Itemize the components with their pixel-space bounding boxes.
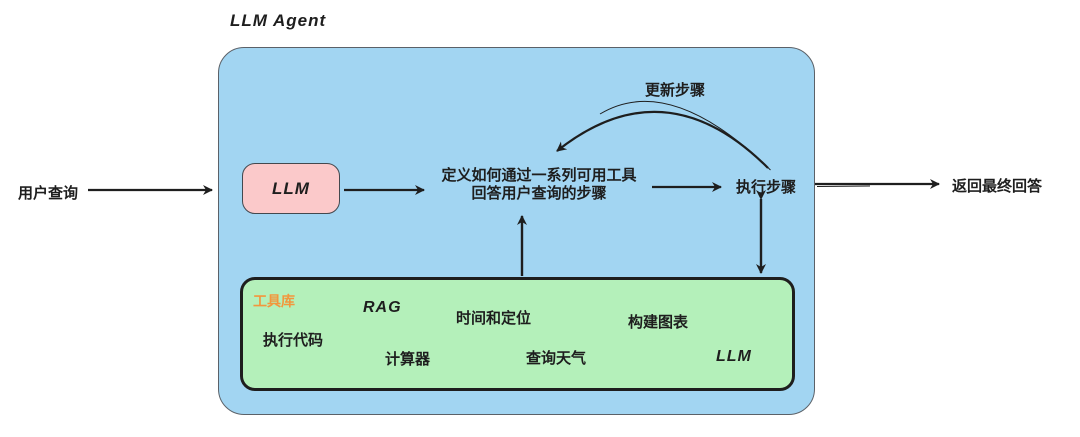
tool-llm: LLM [716,348,752,365]
tool-calculator: 计算器 [385,351,431,368]
update-steps-label: 更新步骤 [645,82,706,99]
plan-steps-line2: 回答用户查询的步骤 [471,185,607,202]
plan-steps-node: 定义如何通过一系列可用工具 回答用户查询的步骤 [424,167,654,203]
llm-node-label: LLM [272,178,310,198]
diagram-title: LLM Agent [230,11,327,30]
tool-library-label: 工具库 [253,293,295,309]
tool-rag: RAG [363,299,402,316]
tool-execute-code: 执行代码 [263,332,324,349]
arrow-execute-to-answer-sketch [816,185,871,187]
final-answer-label: 返回最终回答 [952,178,1043,195]
execute-steps-node: 执行步骤 [735,179,796,196]
user-query-label: 用户查询 [18,185,79,202]
llm-node: LLM [242,163,340,214]
tool-library-box: 工具库 RAG 时间和定位 构建图表 执行代码 计算器 查询天气 LLM [240,277,795,391]
tool-time-location: 时间和定位 [456,310,532,327]
tool-build-charts: 构建图表 [628,314,689,331]
plan-steps-line1: 定义如何通过一系列可用工具 [441,167,637,184]
tool-query-weather: 查询天气 [526,350,587,367]
